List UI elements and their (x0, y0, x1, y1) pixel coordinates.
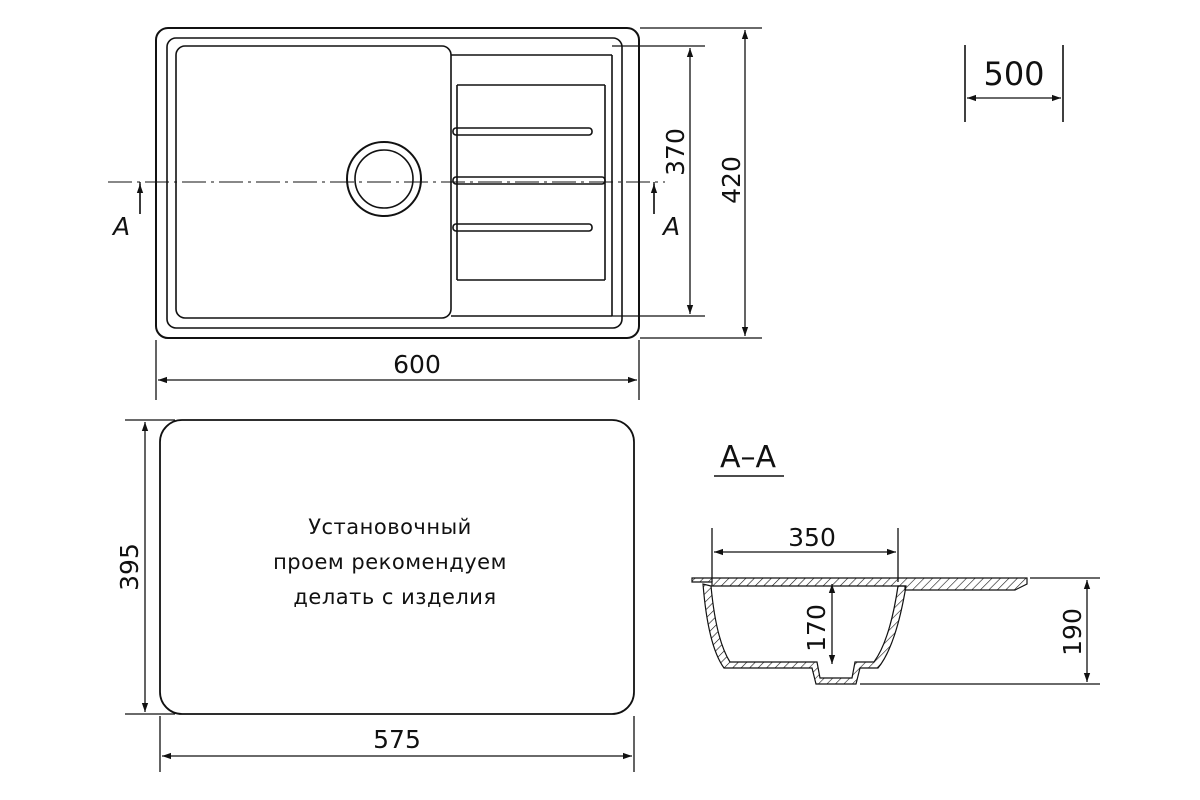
top-view (155, 27, 640, 339)
bowl-profile (702, 583, 907, 685)
width-label: 600 (393, 350, 441, 379)
cutout-depth-label: 395 (115, 543, 144, 591)
section-profile (691, 577, 1028, 685)
dimension-section-350 (711, 528, 899, 582)
drainer-groove (452, 223, 593, 232)
cutout-width-label: 575 (373, 725, 421, 754)
cutout-note-line3: делать с изделия (293, 585, 496, 609)
drainer-groove (452, 127, 593, 136)
dimension-depth-420 (640, 27, 762, 339)
section-marker-left: A (111, 182, 144, 241)
section-inner-depth-label: 170 (802, 604, 831, 652)
section-title: A–A (720, 440, 777, 475)
drainer-groove (452, 176, 606, 185)
dimension-cabinet-500 (964, 45, 1064, 122)
section-letter-left: A (111, 212, 130, 241)
depth-label: 420 (717, 156, 746, 204)
drainer-board (451, 54, 613, 317)
dimension-width-600 (155, 340, 640, 400)
cutout-note-line2: проем рекомендуем (273, 550, 507, 574)
cutout-outline (159, 419, 635, 715)
dimension-cutout-575 (159, 716, 635, 772)
section-width-label: 350 (788, 523, 836, 552)
dimension-cutout-395 (125, 419, 175, 715)
sink-inner-rim (166, 37, 623, 329)
section-height-label: 190 (1058, 608, 1087, 656)
section-letter-right: A (661, 212, 680, 241)
drain-hole-outer (346, 141, 422, 217)
drain-hole-inner (354, 149, 414, 209)
cutout-note-line1: Установочный (308, 515, 472, 539)
dimension-bowl-370 (612, 45, 705, 317)
section-marker-right: A (650, 182, 680, 241)
cabinet-size-label: 500 (983, 55, 1044, 93)
rim-and-drainer-profile (691, 577, 1028, 591)
sink-outline (155, 27, 640, 339)
dimension-section-190 (860, 577, 1100, 685)
bowl-depth-label: 370 (661, 128, 690, 176)
